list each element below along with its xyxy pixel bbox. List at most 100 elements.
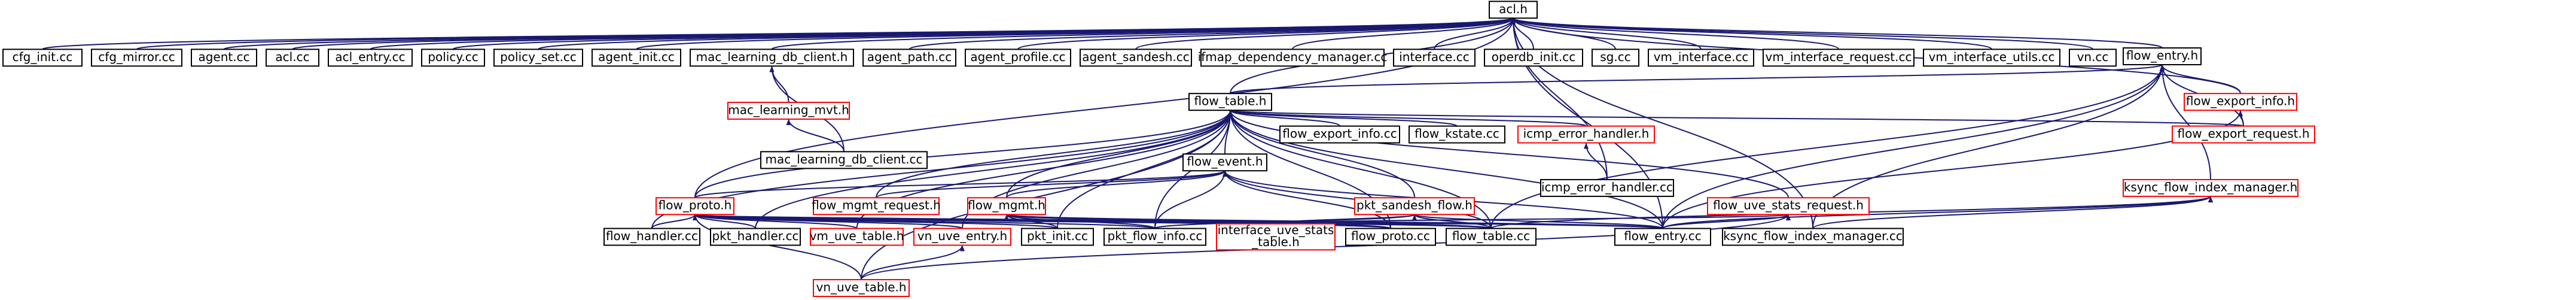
node-flow_table_h[interactable]: flow_table.h: [1188, 93, 1272, 111]
node-label: vm_interface_utils.cc: [1929, 50, 2055, 64]
node-box-flow_mgmt_request_h: [813, 197, 940, 216]
node-acl_cc[interactable]: acl.cc: [266, 49, 319, 67]
node-box-flow_entry_cc: [1614, 228, 1711, 246]
node-vn_uve_table_h[interactable]: vn_uve_table.h: [813, 279, 910, 297]
node-flow_proto_cc[interactable]: flow_proto.cc: [1345, 228, 1436, 246]
node-pkt_sandesh_flow_h[interactable]: pkt_sandesh_flow.h: [1354, 197, 1475, 216]
node-box-mac_learning_mvt_h: [727, 101, 850, 120]
node-box-operdb_init_cc: [1484, 49, 1583, 67]
node-label: ksync_flow_index_manager.cc: [1723, 229, 1903, 243]
node-box-flow_export_info_h: [2184, 93, 2297, 111]
node-vm_interface_utils_cc[interactable]: vm_interface_utils.cc: [1923, 49, 2060, 67]
node-box-vm_interface_request_cc: [1763, 49, 1915, 67]
node-cfg_init_cc[interactable]: cfg_init.cc: [2, 49, 83, 67]
node-agent_path_cc[interactable]: agent_path.cc: [862, 49, 956, 67]
node-box-acl_entry_cc: [328, 49, 413, 67]
node-box-flow_entry_h: [2123, 47, 2202, 66]
node-box-ksync_flow_index_manager_h: [2123, 178, 2298, 197]
node-ifmap_dependency_manager_cc[interactable]: ifmap_dependency_manager.cc: [1198, 49, 1388, 67]
node-label: vn.cc: [2077, 50, 2109, 64]
node-flow_kstate_cc[interactable]: flow_kstate.cc: [1409, 125, 1505, 144]
node-sg_cc[interactable]: sg.cc: [1592, 49, 1639, 67]
node-box-acl_h: [1489, 1, 1538, 19]
node-flow_export_request_h[interactable]: flow_export_request.h: [2172, 125, 2315, 144]
node-flow_proto_h[interactable]: flow_proto.h: [656, 197, 734, 216]
node-box-sg_cc: [1592, 49, 1639, 67]
edge-flow_event_h-to-flow_proto_h: [694, 170, 1227, 199]
node-flow_uve_stats_request_h[interactable]: flow_uve_stats_request.h: [1707, 197, 1870, 216]
node-interface_cc[interactable]: interface.cc: [1393, 49, 1476, 67]
node-flow_handler_cc[interactable]: flow_handler.cc: [603, 228, 700, 246]
node-flow_export_info_cc[interactable]: flow_export_info.cc: [1279, 125, 1400, 144]
node-flow_entry_cc[interactable]: flow_entry.cc: [1614, 228, 1711, 246]
node-box-pkt_flow_info_cc: [1103, 228, 1206, 246]
node-mac_learning_db_client_cc[interactable]: mac_learning_db_client.cc: [760, 151, 928, 169]
edge-acl_h-to-agent_path_cc: [909, 17, 1516, 50]
node-flow_mgmt_h[interactable]: flow_mgmt.h: [967, 197, 1046, 216]
node-ksync_flow_index_manager_cc[interactable]: ksync_flow_index_manager.cc: [1722, 228, 1904, 246]
node-label: _table.h: [1251, 235, 1300, 249]
node-box-policy_set_cc: [493, 49, 583, 67]
node-layer: acl.h cfg_init.cc cfg_mirror.cc agent.cc acl…: [2, 1, 2315, 297]
edge-flow_entry_h-to-flow_export_info_h: [2160, 64, 2241, 94]
node-agent_init_cc[interactable]: agent_init.cc: [592, 49, 681, 67]
node-label: flow_proto.cc: [1351, 229, 1430, 243]
edge-acl_h-to-ifmap_dependency_manager_cc: [1292, 17, 1516, 50]
node-flow_mgmt_request_h[interactable]: flow_mgmt_request.h: [812, 197, 941, 216]
edge-flow_table_h-to-vn_uve_table_h: [861, 110, 1233, 280]
node-vn_uve_entry_h[interactable]: vn_uve_entry.h: [913, 228, 1011, 246]
edge-flow_table_h-to-icmp_error_handler_h: [1228, 110, 1587, 127]
node-acl_entry_cc[interactable]: acl_entry.cc: [328, 49, 413, 67]
edge-flow_table_h-to-flow_proto_h: [694, 110, 1233, 198]
node-box-cfg_init_cc: [2, 49, 83, 67]
node-operdb_init_cc[interactable]: operdb_init.cc: [1484, 49, 1583, 67]
node-interface_uve_stats_table_h[interactable]: interface_uve_stats_table.h: [1216, 223, 1336, 251]
node-acl_h[interactable]: acl.h: [1489, 1, 1538, 19]
node-vn_cc[interactable]: vn.cc: [2069, 49, 2117, 67]
node-agent_cc[interactable]: agent.cc: [191, 49, 257, 67]
node-flow_export_info_h[interactable]: flow_export_info.h: [2184, 93, 2297, 111]
node-label: operdb_init.cc: [1492, 50, 1575, 64]
node-pkt_flow_info_cc[interactable]: pkt_flow_info.cc: [1103, 228, 1206, 246]
node-cfg_mirror_cc[interactable]: cfg_mirror.cc: [91, 49, 182, 67]
node-mac_learning_mvt_h[interactable]: mac_learning_mvt.h: [727, 101, 850, 120]
node-label: pkt_sandesh_flow.h: [1356, 198, 1473, 213]
node-label: flow_entry.cc: [1624, 229, 1702, 243]
node-label: flow_mgmt.h: [968, 198, 1045, 213]
node-box-agent_init_cc: [592, 49, 681, 67]
node-vm_interface_request_cc[interactable]: vm_interface_request.cc: [1763, 49, 1915, 67]
edge-mac_learning_mvt_h-to-mac_learning_db_client_cc: [786, 119, 845, 152]
node-box-vn_cc: [2069, 49, 2117, 67]
node-box-flow_proto_h: [656, 197, 734, 216]
node-label: agent.cc: [198, 50, 249, 64]
node-pkt_handler_cc[interactable]: pkt_handler.cc: [710, 228, 801, 246]
node-label: acl.h: [1499, 2, 1528, 16]
node-ksync_flow_index_manager_h[interactable]: ksync_flow_index_manager.h: [2123, 178, 2298, 197]
edge-pkt_sandesh_flow_h-to-flow_table_cc: [1412, 214, 1492, 229]
node-label: interface.cc: [1399, 50, 1470, 64]
node-label: acl.cc: [275, 50, 309, 64]
node-policy_cc[interactable]: policy.cc: [421, 49, 485, 67]
node-agent_sandesh_cc[interactable]: agent_sandesh.cc: [1080, 49, 1192, 67]
node-label: mac_learning_mvt.h: [728, 102, 849, 117]
edge-flow_entry_h-to-flow_table_h: [1230, 64, 2165, 95]
node-icmp_error_handler_cc[interactable]: icmp_error_handler.cc: [1540, 178, 1674, 197]
node-mac_learning_db_client_h[interactable]: mac_learning_db_client.h: [690, 49, 854, 67]
edge-flow_uve_stats_request_h-to-interface_uve_stats_table_h: [1275, 214, 1790, 225]
node-flow_table_cc[interactable]: flow_table.cc: [1446, 228, 1537, 246]
node-flow_event_h[interactable]: flow_event.h: [1182, 153, 1267, 172]
edge-flow_table_h-to-flow_export_request_h: [1228, 110, 2244, 127]
edge-acl_h-to-agent_profile_cc: [1017, 17, 1516, 50]
edge-flow_table_h-to-flow_entry_cc: [1228, 110, 1663, 229]
node-icmp_error_handler_h[interactable]: icmp_error_handler.h: [1517, 125, 1655, 144]
node-pkt_init_cc[interactable]: pkt_init.cc: [1021, 228, 1094, 246]
node-vm_uve_table_h[interactable]: vm_uve_table.h: [810, 228, 904, 246]
node-vm_interface_cc[interactable]: vm_interface.cc: [1648, 49, 1754, 67]
node-box-policy_cc: [421, 49, 485, 67]
node-agent_profile_cc[interactable]: agent_profile.cc: [965, 49, 1071, 67]
node-policy_set_cc[interactable]: policy_set.cc: [493, 49, 583, 67]
node-label: flow_mgmt_request.h: [812, 198, 941, 213]
edge-flow_uve_stats_request_h-to-flow_entry_cc: [1662, 214, 1791, 229]
node-flow_entry_h[interactable]: flow_entry.h: [2123, 47, 2202, 66]
